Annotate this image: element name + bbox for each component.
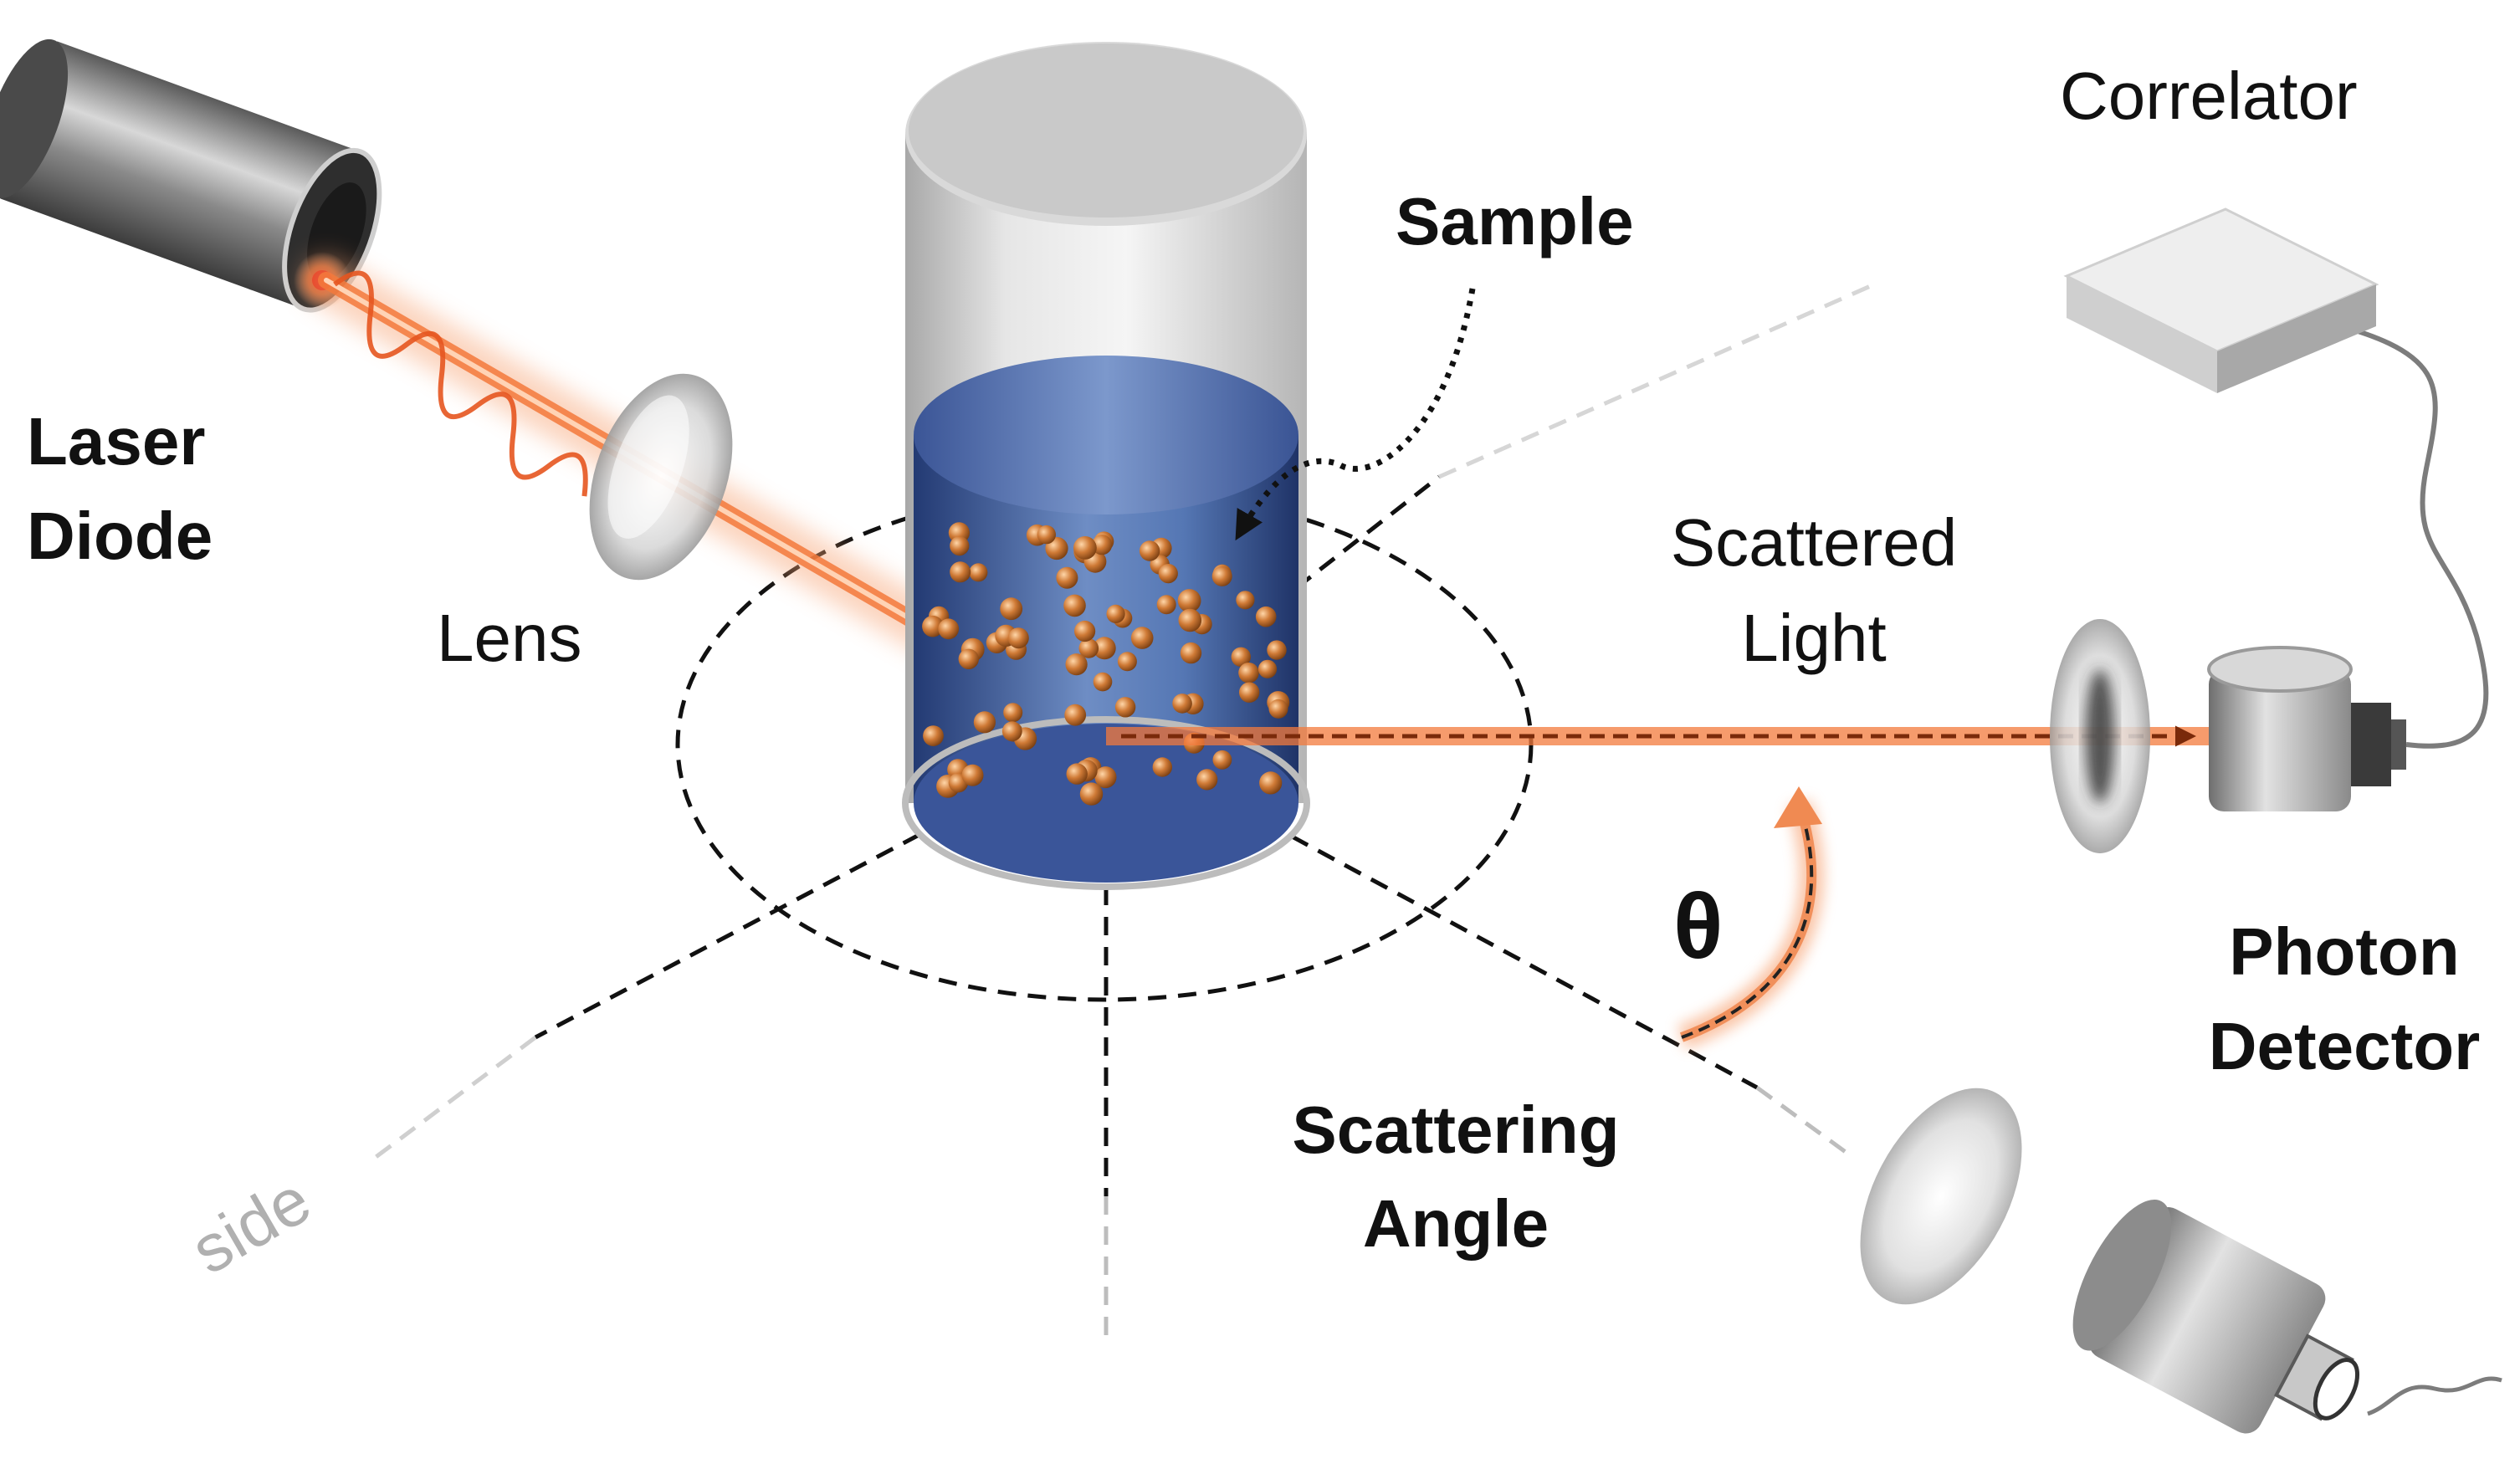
signal-cable xyxy=(2308,315,2489,749)
particle xyxy=(1000,597,1023,621)
photon-detector-label-line1: Photon xyxy=(2229,914,2459,989)
particle xyxy=(1066,763,1088,785)
particle xyxy=(1106,604,1125,624)
particle xyxy=(1257,659,1278,678)
scattering-angle-label-line2: Angle xyxy=(1363,1186,1549,1261)
particle xyxy=(950,561,971,583)
particle xyxy=(1130,627,1154,649)
sample-cuvette xyxy=(902,42,1310,890)
angle-arrow xyxy=(1677,786,1825,1050)
particle xyxy=(1003,703,1023,723)
reference-axes-fade xyxy=(366,282,1876,1338)
secondary-lens xyxy=(1860,1088,2022,1305)
scattered-light-label-line2: Light xyxy=(1741,601,1886,675)
particle xyxy=(1093,672,1113,692)
particle xyxy=(973,711,996,734)
particle xyxy=(1255,606,1277,627)
particle xyxy=(922,615,944,637)
particle xyxy=(1178,608,1202,632)
particle xyxy=(1211,566,1232,586)
particle xyxy=(1239,682,1260,703)
scattering-angle-label-line1: Scattering xyxy=(1292,1093,1619,1167)
particle xyxy=(1063,594,1086,617)
particle xyxy=(1056,566,1078,589)
photon-detector xyxy=(2207,646,2406,811)
particle xyxy=(1073,536,1097,560)
particle xyxy=(1196,769,1218,791)
particle xyxy=(1238,663,1259,683)
particle xyxy=(1117,652,1137,672)
focusing-lens xyxy=(589,373,733,581)
particle xyxy=(1078,638,1099,658)
particle xyxy=(1259,771,1283,795)
side-label: side xyxy=(179,1162,323,1287)
collection-lens xyxy=(2050,619,2150,853)
particle xyxy=(1180,642,1202,664)
wave-icon xyxy=(333,270,588,497)
laser-diode-label-line2: Diode xyxy=(27,499,213,573)
particle xyxy=(1093,637,1116,660)
correlator-box xyxy=(2063,207,2379,393)
particle xyxy=(1074,620,1096,642)
scattered-light-label-line1: Scattered xyxy=(1671,505,1957,580)
particle xyxy=(958,648,980,669)
particle xyxy=(1001,721,1022,742)
particle xyxy=(1236,591,1255,610)
particle xyxy=(950,536,970,556)
particle xyxy=(1267,640,1287,660)
correlator-label: Correlator xyxy=(2060,59,2358,133)
particle xyxy=(1007,627,1029,649)
particle xyxy=(969,563,988,582)
particle xyxy=(938,618,960,640)
particle xyxy=(1092,535,1113,555)
particle xyxy=(1139,540,1160,561)
particle xyxy=(1231,647,1252,667)
particle xyxy=(1094,766,1117,789)
particle xyxy=(1079,782,1104,806)
lens-label: Lens xyxy=(437,601,581,675)
particle xyxy=(1037,525,1057,545)
secondary-detector xyxy=(2072,1200,2360,1434)
theta-symbol: θ xyxy=(1673,875,1723,978)
particle xyxy=(1156,595,1176,615)
particle xyxy=(961,764,984,786)
particle xyxy=(923,725,944,746)
particle xyxy=(1064,704,1087,726)
particle xyxy=(1065,653,1088,676)
laser-diode-label-line1: Laser xyxy=(27,404,205,479)
particle xyxy=(1177,589,1201,612)
sample-pointer-arrow xyxy=(1235,288,1476,541)
particle xyxy=(1158,564,1178,584)
photon-detector-label-line2: Detector xyxy=(2209,1009,2481,1083)
sample-label: Sample xyxy=(1396,184,1634,258)
